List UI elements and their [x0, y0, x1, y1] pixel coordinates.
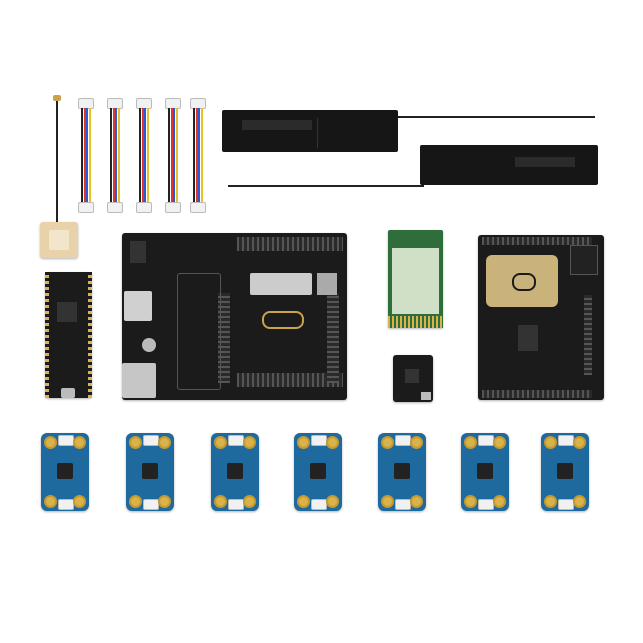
sensor-module [126, 433, 174, 511]
shield-board [478, 235, 604, 400]
qwiic-cable [78, 98, 94, 213]
gps-connector [53, 95, 61, 101]
qwiic-cable [165, 98, 181, 213]
qwiic-cable [136, 98, 152, 213]
antenna-1-cable [395, 116, 595, 118]
sensor-module [378, 433, 426, 511]
antenna-1 [222, 110, 398, 152]
sensor-module [294, 433, 342, 511]
antenna-2-cable [228, 185, 424, 187]
mid-carrier-board [122, 233, 347, 400]
small-board [393, 355, 433, 402]
sensor-module [541, 433, 589, 511]
sensor-module [461, 433, 509, 511]
qwiic-cable [190, 98, 206, 213]
cellular-modem [388, 230, 443, 328]
antenna-2 [420, 145, 598, 185]
sensor-module [211, 433, 259, 511]
portenta-board [45, 272, 92, 398]
gps-antenna-cable [56, 98, 58, 224]
sensor-module [41, 433, 89, 511]
qwiic-cable [107, 98, 123, 213]
gps-patch-antenna [40, 222, 78, 258]
